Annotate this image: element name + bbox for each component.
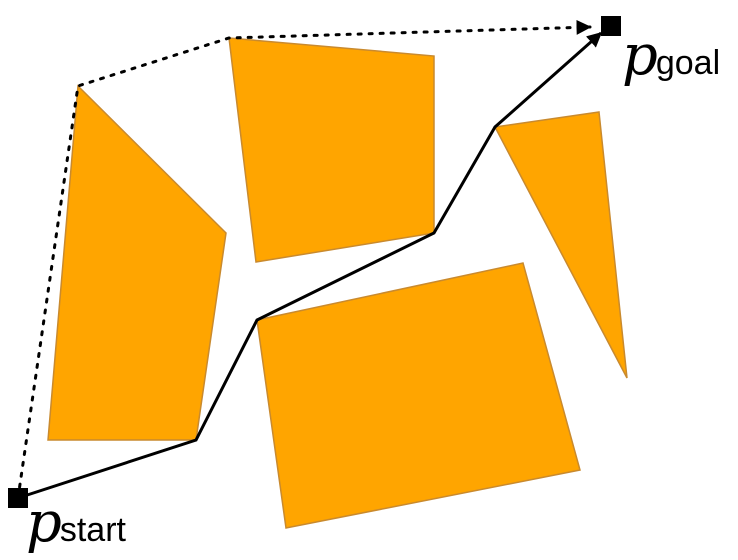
start-label: pstart <box>26 495 128 551</box>
start-marker <box>8 488 28 508</box>
solid-path <box>17 31 603 500</box>
obstacle-bottom-quad <box>256 262 581 529</box>
obstacle-left-pentagon <box>47 84 227 441</box>
obstacle-top-quad <box>228 37 435 263</box>
goal-subscript: goal <box>655 44 721 82</box>
obstacle-right-triangle <box>493 111 628 379</box>
goal-label: pgoal <box>622 28 722 84</box>
start-subscript: start <box>59 511 126 549</box>
dotted-path <box>16 19 592 500</box>
goal-marker <box>601 16 621 36</box>
start-symbol: p <box>26 490 62 555</box>
goal-symbol: p <box>622 23 658 88</box>
